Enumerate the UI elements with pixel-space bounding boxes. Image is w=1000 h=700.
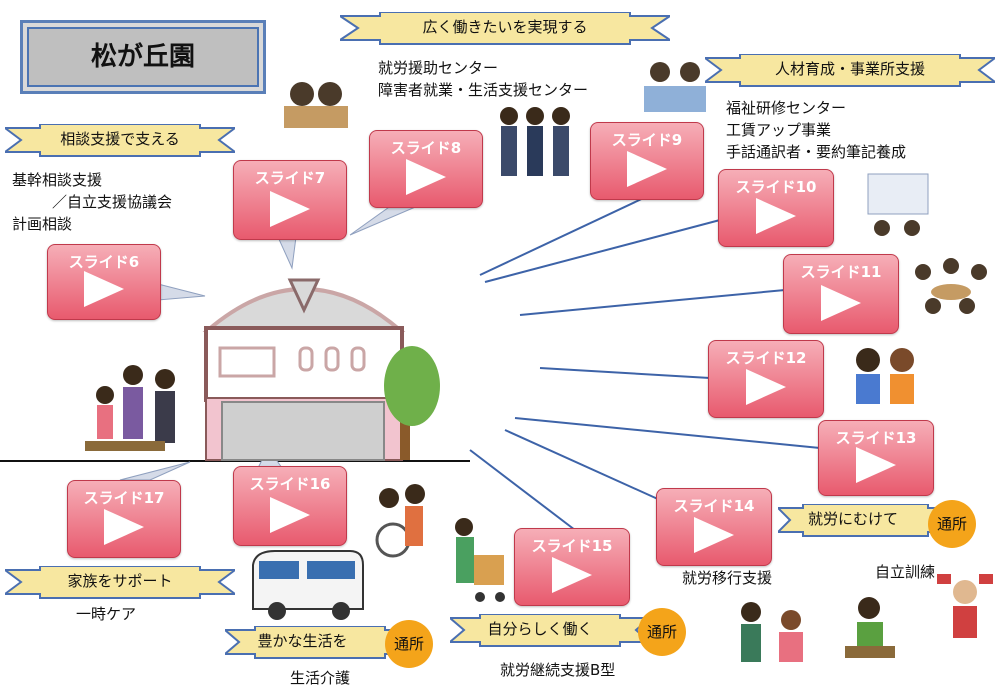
people-illustration — [741, 602, 803, 662]
badge-yutaka: 通所 — [385, 620, 433, 668]
slide-10-button[interactable]: スライド10 — [718, 169, 834, 247]
ribbon-jinzai: 人材育成・事業所支援 — [705, 54, 995, 88]
slide-14-label: スライド14 — [673, 497, 755, 515]
note-jibun-1: 就労継続支援B型 — [500, 661, 616, 679]
ribbon-family: 家族をサポート — [5, 566, 235, 600]
ribbon-family-label: 家族をサポート — [67, 572, 173, 590]
slide-17-button[interactable]: スライド17 — [67, 480, 181, 558]
slide-7-button[interactable]: スライド7 — [233, 160, 347, 240]
play-icon — [270, 191, 310, 227]
play-icon — [746, 369, 786, 405]
slide-14-button[interactable]: スライド14 — [656, 488, 772, 566]
slide-11-label: スライド11 — [800, 263, 882, 281]
note-jinzai-1: 福祉研修センター — [726, 99, 847, 117]
people-illustration — [85, 365, 175, 451]
play-icon — [104, 509, 144, 545]
ribbon-work: 広く働きたいを実現する — [340, 12, 670, 46]
slide-8-button[interactable]: スライド8 — [369, 130, 483, 208]
title-box: 松が丘園 — [20, 20, 266, 94]
play-icon — [821, 285, 861, 321]
note-soudan-1: 基幹相談支援 — [12, 171, 103, 189]
slide-12-button[interactable]: スライド12 — [708, 340, 824, 418]
ribbon-shape — [225, 626, 410, 659]
building-illustration — [202, 278, 440, 461]
ribbon-yutaka-label: 豊かな生活を — [257, 632, 348, 650]
play-icon — [84, 271, 124, 307]
note-jinzai-2: 工賃アップ事業 — [726, 121, 832, 139]
slide-15-label: スライド15 — [531, 537, 613, 555]
note-shuro-2: 自立訓練 — [875, 563, 936, 581]
ribbon-shape — [5, 566, 235, 599]
slide-13-button[interactable]: スライド13 — [818, 420, 934, 496]
slide-8-label: スライド8 — [390, 139, 462, 157]
ribbon-shape — [450, 614, 650, 647]
ribbon-shuro: 就労にむけて — [778, 504, 953, 538]
play-icon — [270, 497, 310, 533]
slide-16-button[interactable]: スライド16 — [233, 466, 347, 546]
play-icon — [756, 198, 796, 234]
note-yutaka-1: 生活介護 — [290, 669, 351, 687]
slide-6-button[interactable]: スライド6 — [47, 244, 161, 320]
play-icon — [856, 447, 896, 483]
ribbon-work-label: 広く働きたいを実現する — [422, 18, 588, 36]
note-jinzai-3: 手話通訳者・要約筆記養成 — [726, 143, 907, 161]
ribbon-jibun: 自分らしく働く — [450, 614, 650, 648]
slide-13-label: スライド13 — [835, 429, 917, 447]
slide-10-label: スライド10 — [735, 178, 817, 196]
ribbon-shuro-label: 就労にむけて — [807, 510, 898, 528]
badge-jibun: 通所 — [638, 608, 686, 656]
people-illustration — [500, 107, 570, 176]
people-illustration — [284, 82, 348, 128]
note-work-2: 障害者就業・生活支援センター — [378, 81, 589, 99]
people-illustration — [937, 574, 993, 638]
people-illustration — [867, 173, 929, 236]
people-illustration — [856, 348, 914, 404]
people-illustration — [644, 62, 706, 112]
slide-12-label: スライド12 — [725, 349, 807, 367]
slide-9-button[interactable]: スライド9 — [590, 122, 704, 200]
ribbon-shape — [340, 12, 670, 45]
note-soudan-3: 計画相談 — [12, 215, 73, 233]
note-soudan-2: ／自立支援協議会 — [52, 193, 173, 211]
people-illustration — [375, 484, 425, 558]
badge-shuro: 通所 — [928, 500, 976, 548]
ribbon-shape — [778, 504, 953, 537]
slide-6-label: スライド6 — [68, 253, 140, 271]
people-illustration — [845, 597, 895, 658]
people-illustration — [915, 258, 987, 314]
slide-7-label: スライド7 — [254, 169, 326, 187]
play-icon — [627, 151, 667, 187]
ribbon-shape — [5, 124, 235, 157]
play-icon — [694, 517, 734, 553]
ribbon-jibun-label: 自分らしく働く — [487, 620, 593, 638]
ribbon-jinzai-label: 人材育成・事業所支援 — [774, 60, 925, 78]
van-illustration — [252, 550, 364, 620]
slide-9-label: スライド9 — [611, 131, 683, 149]
play-icon — [406, 159, 446, 195]
slide-11-button[interactable]: スライド11 — [783, 254, 899, 334]
note-family-1: 一時ケア — [76, 605, 137, 623]
note-work-1: 就労援助センター — [378, 59, 499, 77]
people-illustration — [455, 518, 505, 602]
ribbon-soudan-label: 相談支援で支える — [60, 130, 180, 148]
slide-17-label: スライド17 — [83, 489, 165, 507]
note-shuro-1: 就労移行支援 — [682, 569, 773, 587]
ribbon-soudan: 相談支援で支える — [5, 124, 235, 158]
slide-16-label: スライド16 — [249, 475, 331, 493]
slide-15-button[interactable]: スライド15 — [514, 528, 630, 606]
page-title: 松が丘園 — [90, 42, 195, 72]
play-icon — [552, 557, 592, 593]
ribbon-shape — [705, 54, 995, 87]
ribbon-yutaka: 豊かな生活を — [225, 626, 410, 660]
